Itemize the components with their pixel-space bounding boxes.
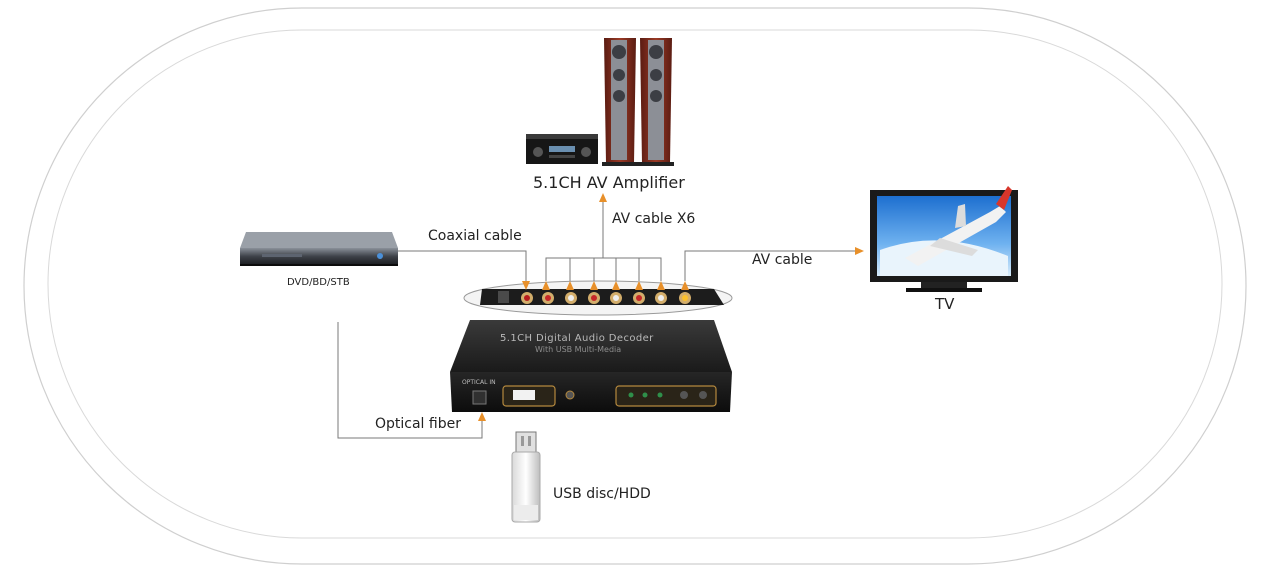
- optical-in-label: OPTICAL IN: [462, 379, 496, 386]
- tv-label: TV: [935, 295, 955, 313]
- tv-icon: [870, 186, 1018, 292]
- av-cable-line: [684, 250, 855, 281]
- av-cable-x6-label: AV cable X6: [612, 211, 696, 227]
- source-label: DVD/BD/STB: [287, 277, 350, 288]
- usb-drive-icon: [511, 431, 541, 523]
- decoder-box-icon: [450, 320, 732, 412]
- amplifier-label: 5.1CH AV Amplifier: [533, 173, 685, 192]
- decoder-port-strip: [463, 280, 733, 316]
- usb-label: USB disc/HDD: [553, 486, 651, 502]
- optical-fiber-line: [337, 322, 483, 439]
- decoder-title: 5.1CH Digital Audio Decoder: [500, 333, 654, 344]
- arrowheads: [478, 193, 864, 421]
- decoder-subtitle: With USB Multi-Media: [535, 345, 622, 354]
- outer-frame: [23, 7, 1247, 565]
- dvd-player-icon: [240, 232, 398, 266]
- av-amplifier-speakers-icon: [526, 38, 674, 166]
- av-cable-label: AV cable: [752, 252, 813, 268]
- rca-ports: [521, 292, 691, 304]
- optical-fiber-label: Optical fiber: [375, 416, 461, 432]
- connection-lines: [337, 201, 855, 439]
- inner-frame: [47, 29, 1223, 539]
- coaxial-cable-label: Coaxial cable: [428, 228, 522, 244]
- av-cable-x6-line: [545, 257, 662, 281]
- coaxial-cable-line: [398, 250, 527, 281]
